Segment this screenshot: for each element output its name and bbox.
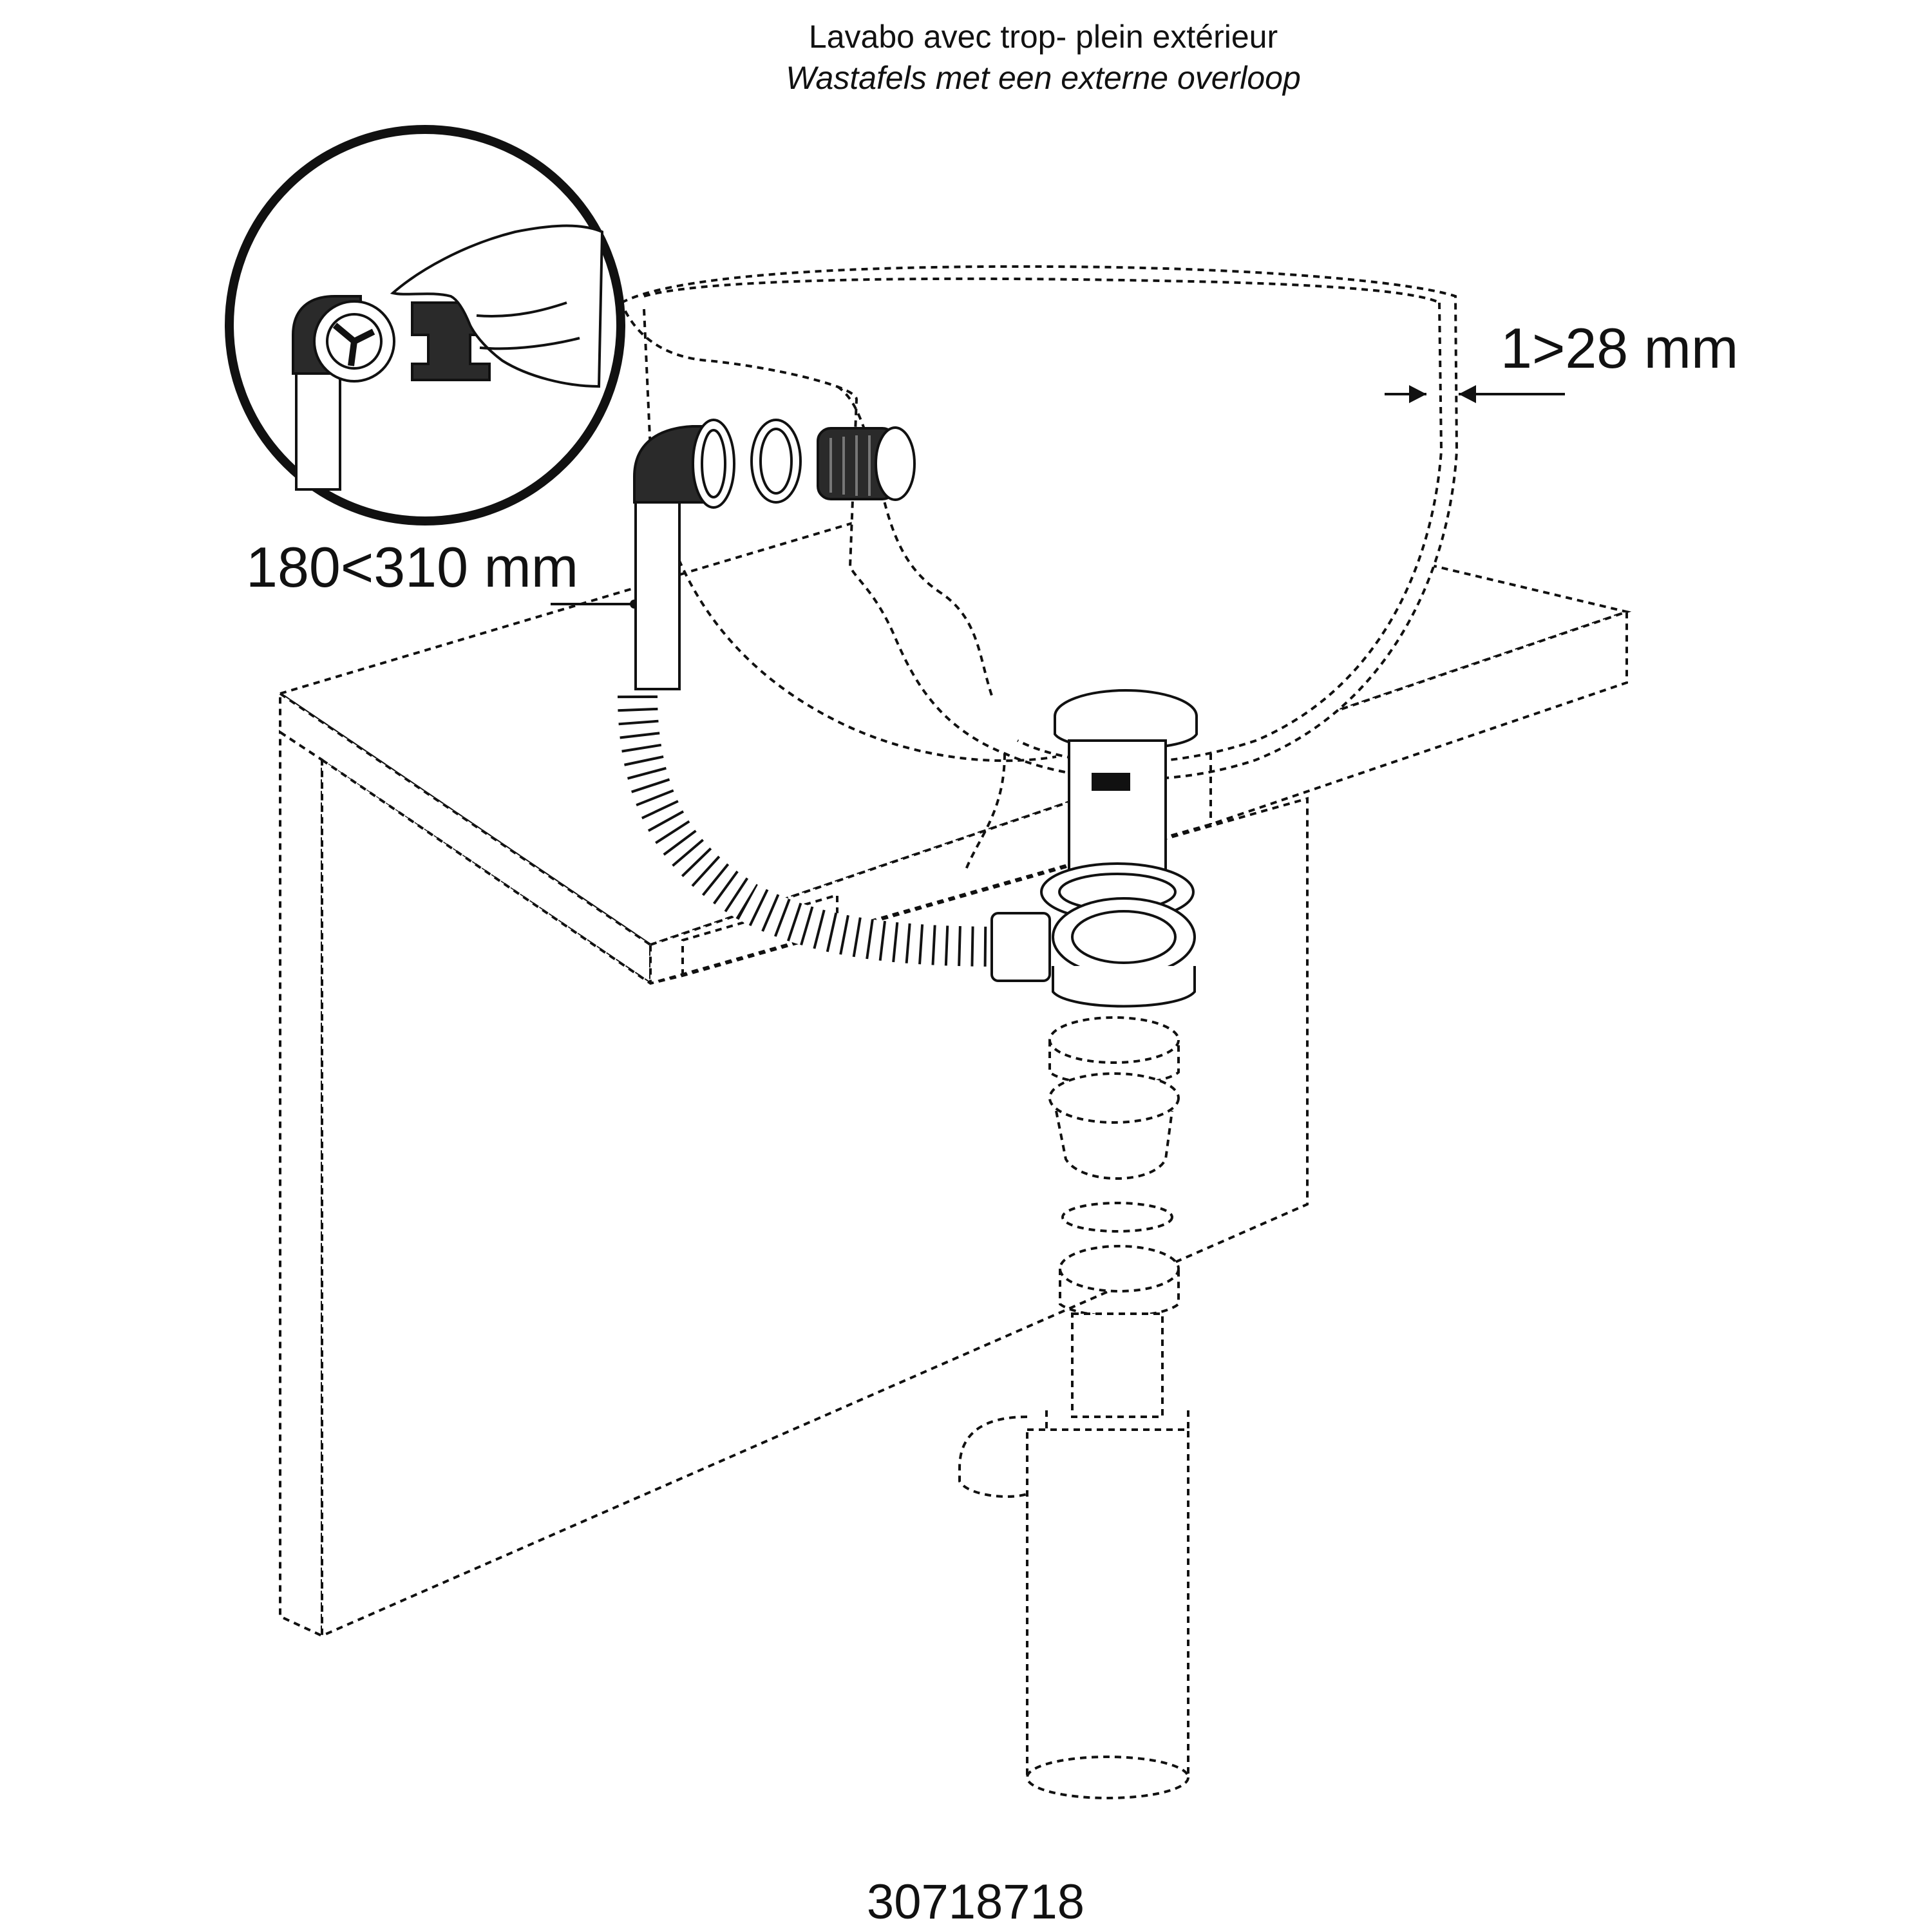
overflow-elbow-assembly [633, 419, 916, 690]
overflow-seal-ring [750, 419, 802, 504]
title-french: Lavabo avec trop- plein extérieur [808, 19, 1278, 55]
hose-connector [990, 912, 1051, 982]
inset-pipe [295, 359, 341, 491]
hand-icon [390, 224, 604, 388]
waste-body [1068, 739, 1167, 884]
bottle-trap [958, 1016, 1189, 1799]
trap-bottle [1026, 1428, 1189, 1779]
wall-thickness-dimension [1385, 385, 1565, 403]
trap-coupling [1048, 1072, 1180, 1124]
countertop-front [279, 691, 652, 986]
trap-outlet [958, 1416, 1028, 1498]
overflow-straight-pipe [634, 495, 681, 690]
flexible-overflow-hose [618, 695, 1051, 982]
washbasin [620, 265, 1459, 870]
title-dutch: Wastafels met een externe overloop [786, 60, 1301, 96]
trap-tube [1071, 1312, 1164, 1418]
trap-inlet [1059, 1245, 1180, 1293]
pop-up-waste [1040, 689, 1198, 1008]
overflow-length-label: 180<310 mm [246, 535, 579, 599]
product-reference: 30718718 [866, 1875, 1085, 1929]
trap-washer [1061, 1202, 1173, 1233]
wall-thickness-label: 1>28 mm [1501, 316, 1739, 380]
detail-inset [225, 125, 625, 526]
cabinet-front [279, 730, 323, 1638]
trap-nut [1048, 1016, 1180, 1064]
